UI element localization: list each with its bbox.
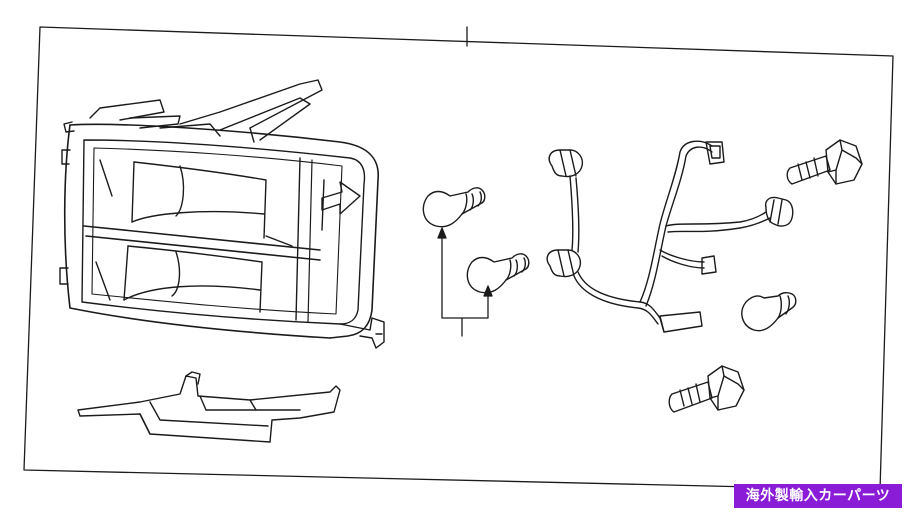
adjuster-screw-upper [786, 139, 863, 185]
harness-bulb [741, 291, 797, 332]
lower-bracket [77, 371, 341, 443]
wiring-harness [546, 140, 794, 333]
adjuster-screw-lower [668, 365, 745, 413]
bulb-upper [422, 187, 486, 228]
diagram-frame [23, 26, 894, 491]
watermark-badge: 海外製輸入カーパーツ [734, 484, 902, 508]
bulb-lower [466, 253, 530, 294]
headlamp-assembly [59, 79, 385, 349]
bulb-callout-leader [437, 227, 493, 337]
